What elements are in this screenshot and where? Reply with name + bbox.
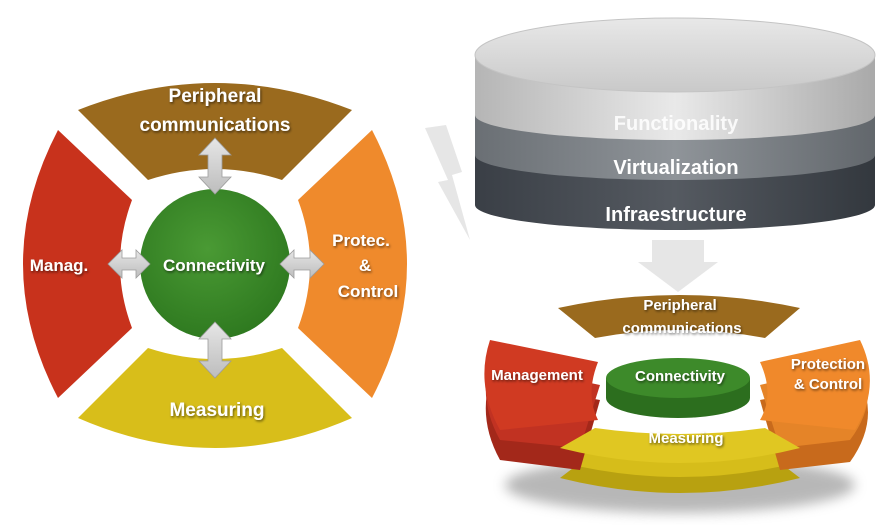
- arrow-top: [198, 137, 232, 195]
- label-peripheral-line1: Peripheral: [169, 86, 262, 107]
- label-connectivity: Connectivity: [163, 256, 266, 275]
- layer-stack: Functionality Virtualization Infraestruc…: [474, 17, 876, 230]
- label-protection-line1: Protec.: [332, 231, 390, 250]
- transition-arrow-icon: [425, 125, 470, 240]
- segment-protection: [298, 130, 407, 398]
- layered-diagram: Peripheral communications Management Con…: [484, 295, 870, 513]
- stack-top-cap: [474, 17, 876, 93]
- layer-peripheral: [558, 295, 800, 338]
- label-peripheral-line2: communications: [140, 115, 291, 136]
- arrow-bottom: [198, 321, 232, 379]
- left-circle-diagram: Peripheral communications Manag. Connect…: [23, 83, 407, 448]
- layer-connectivity: [606, 358, 750, 398]
- layer-protection: [760, 340, 870, 430]
- layered-label-peripheral-line2: communications: [622, 320, 741, 337]
- connectivity-hub: [140, 189, 290, 339]
- layered-label-measuring: Measuring: [648, 430, 723, 447]
- layered-label-protection-line2: & Control: [794, 376, 862, 393]
- segment-peripheral: [78, 83, 352, 180]
- stack-label-functionality: Functionality: [614, 113, 739, 135]
- arrow-right: [279, 249, 325, 279]
- layer-measuring: [560, 428, 800, 463]
- label-management: Manag.: [30, 256, 89, 275]
- label-protection-line2: &: [359, 256, 371, 275]
- label-measuring: Measuring: [169, 400, 264, 421]
- layered-label-protection-line1: Protection: [791, 356, 865, 373]
- layered-label-peripheral-line1: Peripheral: [643, 297, 716, 314]
- segment-management: [23, 130, 132, 398]
- label-protection-line3: Control: [338, 282, 398, 301]
- segment-measuring: [78, 348, 352, 448]
- layered-label-management: Management: [491, 367, 583, 384]
- layered-label-connectivity: Connectivity: [635, 368, 726, 385]
- layer-management: [484, 340, 598, 430]
- down-arrow-icon: [638, 240, 718, 292]
- arrow-left: [107, 249, 151, 279]
- stack-label-virtualization: Virtualization: [613, 157, 738, 179]
- stack-label-infrastructure: Infraestructure: [605, 204, 746, 226]
